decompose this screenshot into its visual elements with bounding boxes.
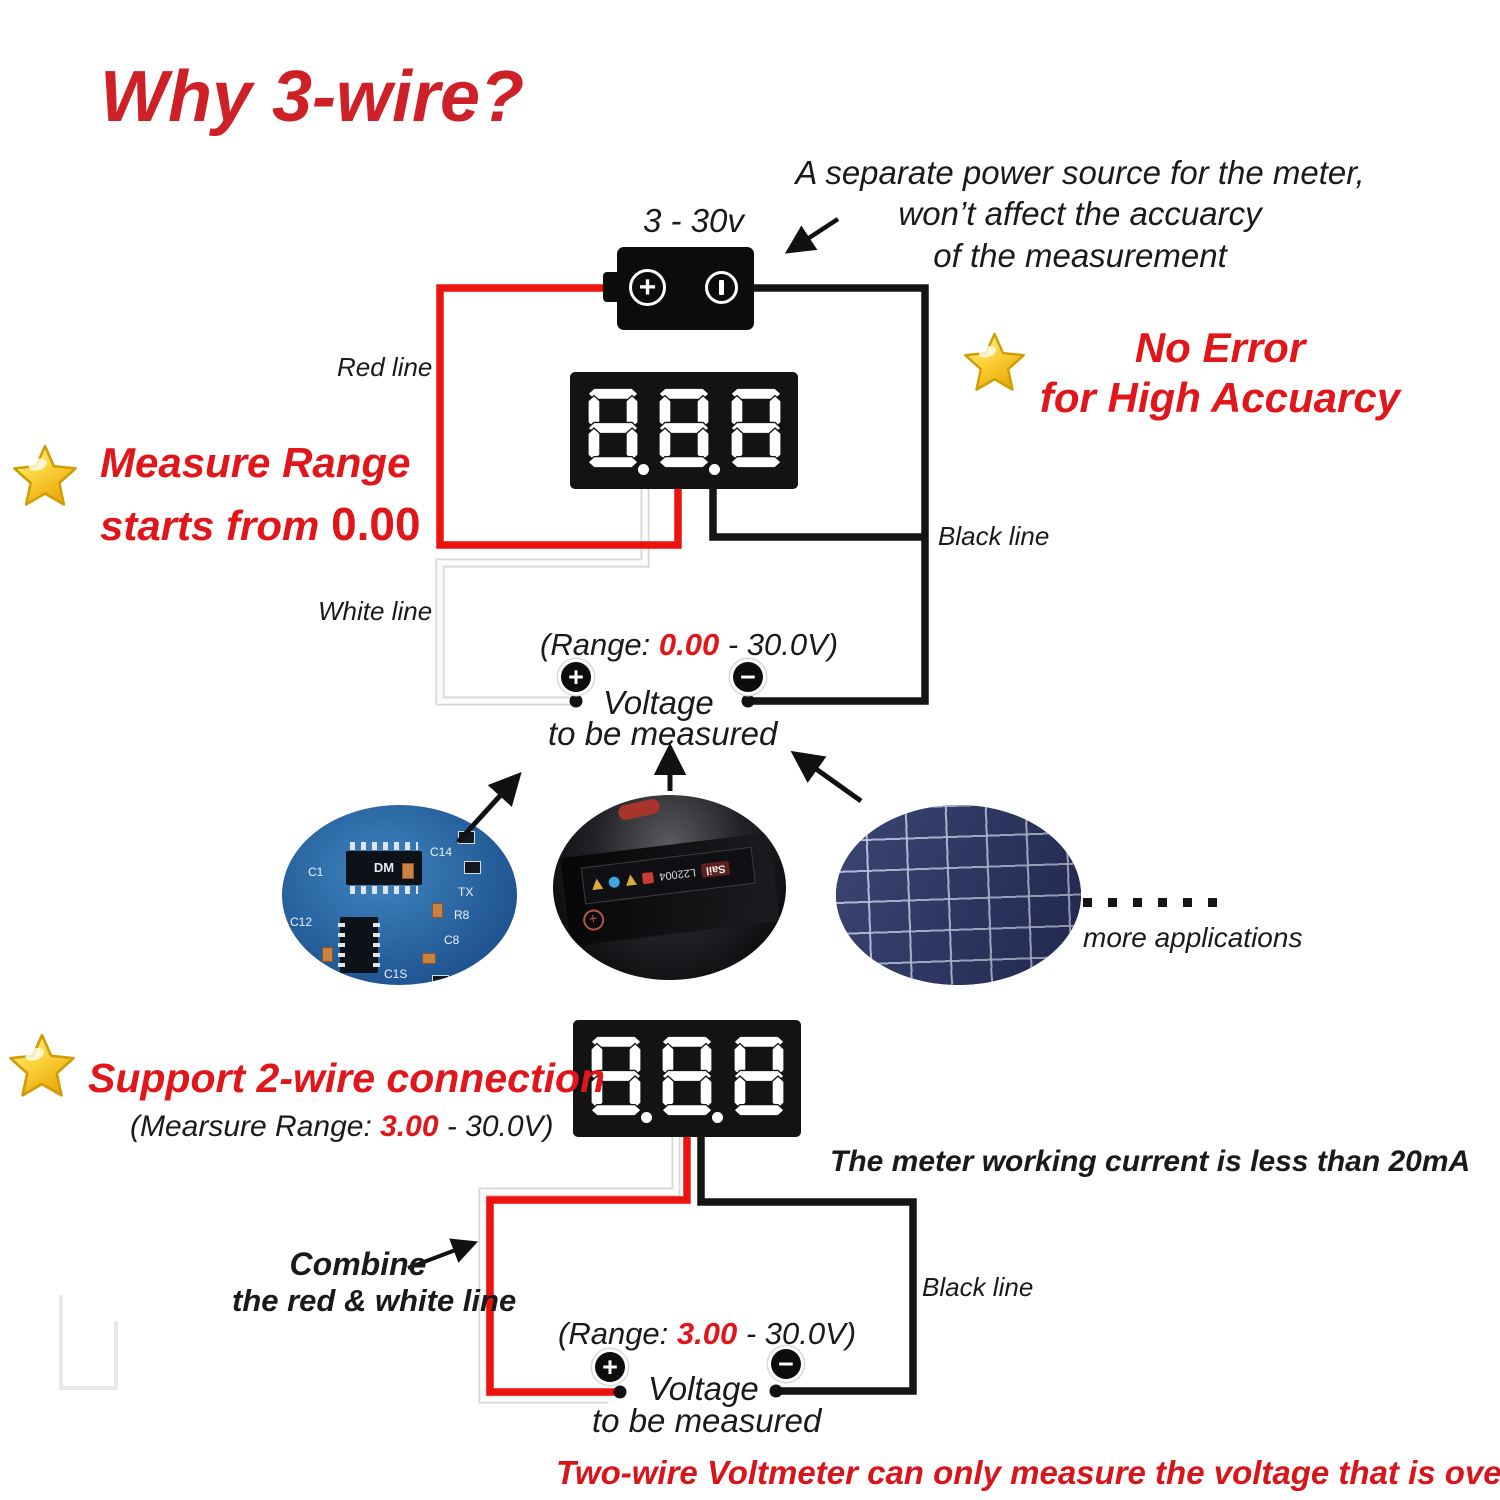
- power-source-battery: +: [617, 247, 754, 330]
- connection-dot: [613, 1385, 627, 1399]
- measure-range-prefix: starts from: [100, 502, 332, 549]
- connection-dot: [741, 694, 755, 708]
- black-line-label: Black line: [938, 521, 1050, 551]
- two-wire-warning: Two-wire Voltmeter can only measure the …: [556, 1454, 1500, 1491]
- minus-terminal-icon: −: [771, 1349, 801, 1379]
- black-wire-1: [748, 284, 929, 705]
- s2w-range-value: 3.00: [380, 1110, 439, 1143]
- pcb-chip-small: [338, 917, 380, 973]
- decimal-point: [638, 464, 649, 475]
- white-wire-2: [480, 1135, 679, 1402]
- arrow-from-pcb: [456, 771, 522, 844]
- power-note-line1: A separate power source for the meter,: [795, 154, 1365, 191]
- decimal-point: [641, 1112, 652, 1123]
- arrow-combine: [407, 1238, 479, 1270]
- white-line-label: White line: [318, 596, 433, 626]
- battery-tab: [603, 272, 619, 302]
- support-2wire-headline: Support 2-wire connection: [88, 1055, 606, 1101]
- support-2wire-range: (Mearsure Range: 3.00 - 30.0V): [130, 1108, 554, 1146]
- faint-artifact-line: [59, 1295, 118, 1390]
- plus-terminal-icon: +: [561, 662, 591, 692]
- voltmeter-display: [570, 372, 798, 489]
- star-icon: [12, 443, 78, 509]
- application-pcb-photo: DM C14 C1 TX R8 C8 C12 C1S: [282, 805, 517, 985]
- pcb-label: C8: [444, 933, 460, 947]
- arrow-to-battery: [784, 217, 840, 254]
- pcb-label: TX: [458, 885, 474, 899]
- pcb-label: C1S: [384, 967, 408, 981]
- battery-voltage-label: 3 - 30v: [643, 202, 744, 239]
- white-wire-1-outline: [435, 489, 650, 706]
- range2-prefix: (Range:: [558, 1316, 677, 1351]
- connection-dot: [769, 1384, 783, 1398]
- range1-suffix: - 30.0V): [719, 627, 839, 662]
- connection-dot: [569, 694, 583, 708]
- seven-segment-digit: [586, 387, 640, 469]
- application-car-battery-photo: L22004 Sail +: [553, 795, 786, 980]
- current-note: The meter working current is less than 2…: [830, 1145, 1471, 1178]
- more-applications-label: more applications: [1083, 922, 1303, 953]
- page-title: Why 3-wire?: [100, 57, 525, 137]
- chip-label: DM: [373, 860, 395, 875]
- application-solar-panel-photo: [836, 805, 1081, 985]
- s2w-range-suffix: - 30.0V): [438, 1110, 554, 1143]
- black-line-label-2: Black line: [922, 1272, 1034, 1302]
- battery-plus-icon: +: [629, 269, 666, 306]
- range-note-1: (Range: 0.00 - 30.0V): [540, 626, 838, 665]
- pcb-label: C12: [290, 915, 313, 929]
- voltmeter-display-2: [573, 1020, 801, 1137]
- red-wire-1: [436, 284, 682, 549]
- pcb-label: R8: [454, 908, 470, 922]
- star-icon: [963, 331, 1026, 394]
- power-note-line2: won’t affect the accuarcy: [898, 195, 1262, 233]
- voltage-label-1: Voltage: [603, 684, 714, 721]
- red-wire-2: [486, 1135, 691, 1396]
- decimal-point: [709, 464, 720, 475]
- combine-line2: the red & white line: [232, 1282, 517, 1318]
- range2-value: 3.00: [676, 1316, 738, 1351]
- power-source-note: A separate power source for the meter, w…: [760, 152, 1400, 276]
- arrow-from-solar: [790, 750, 863, 804]
- no-error-line2: for High Accuarcy: [1039, 374, 1401, 422]
- seven-segment-digit: [589, 1035, 643, 1117]
- plus-terminal-icon: +: [595, 1352, 625, 1382]
- combine-note: Combine the red & white line: [232, 1246, 517, 1318]
- seven-segment-digit: [657, 387, 711, 469]
- black-wire-2: [697, 1135, 917, 1395]
- measure-range-line2: starts from 0.00: [100, 496, 421, 554]
- star-icon: [8, 1032, 76, 1100]
- seven-segment-digit: [660, 1035, 714, 1117]
- seven-segment-digit: [732, 1035, 786, 1117]
- range1-prefix: (Range:: [540, 627, 659, 662]
- seven-segment-digit: [729, 387, 783, 469]
- white-wire-1: [437, 489, 648, 704]
- s2w-range-prefix: (Mearsure Range:: [130, 1110, 381, 1143]
- pcb-label: C14: [430, 845, 453, 859]
- battery-minus-icon: [705, 271, 738, 304]
- voltage-label-2b: to be measured: [592, 1402, 822, 1439]
- no-error-line1: No Error: [1134, 324, 1306, 371]
- decimal-point: [712, 1112, 723, 1123]
- range1-value: 0.00: [658, 627, 720, 662]
- measure-range-value: 0.00: [331, 498, 421, 550]
- voltage-label-1b: to be measured: [548, 715, 778, 752]
- minus-terminal-icon: −: [733, 662, 763, 692]
- white-wire-2-outline: [478, 1135, 681, 1404]
- black-wire-1-display: [709, 487, 925, 541]
- feature-no-error: No Error for High Accuarcy: [1030, 323, 1410, 424]
- red-line-label: Red line: [337, 352, 433, 382]
- pcb-label: C1: [308, 865, 324, 879]
- combine-line1: Combine: [289, 1246, 427, 1282]
- ellipsis-dots-icon: [1083, 898, 1217, 907]
- range2-suffix: - 30.0V): [737, 1316, 857, 1351]
- power-note-line3: of the measurement: [933, 236, 1227, 274]
- range-note-2: (Range: 3.00 - 30.0V): [558, 1315, 856, 1354]
- voltage-label-2: Voltage: [648, 1370, 759, 1407]
- measure-range-line1: Measure Range: [100, 439, 411, 486]
